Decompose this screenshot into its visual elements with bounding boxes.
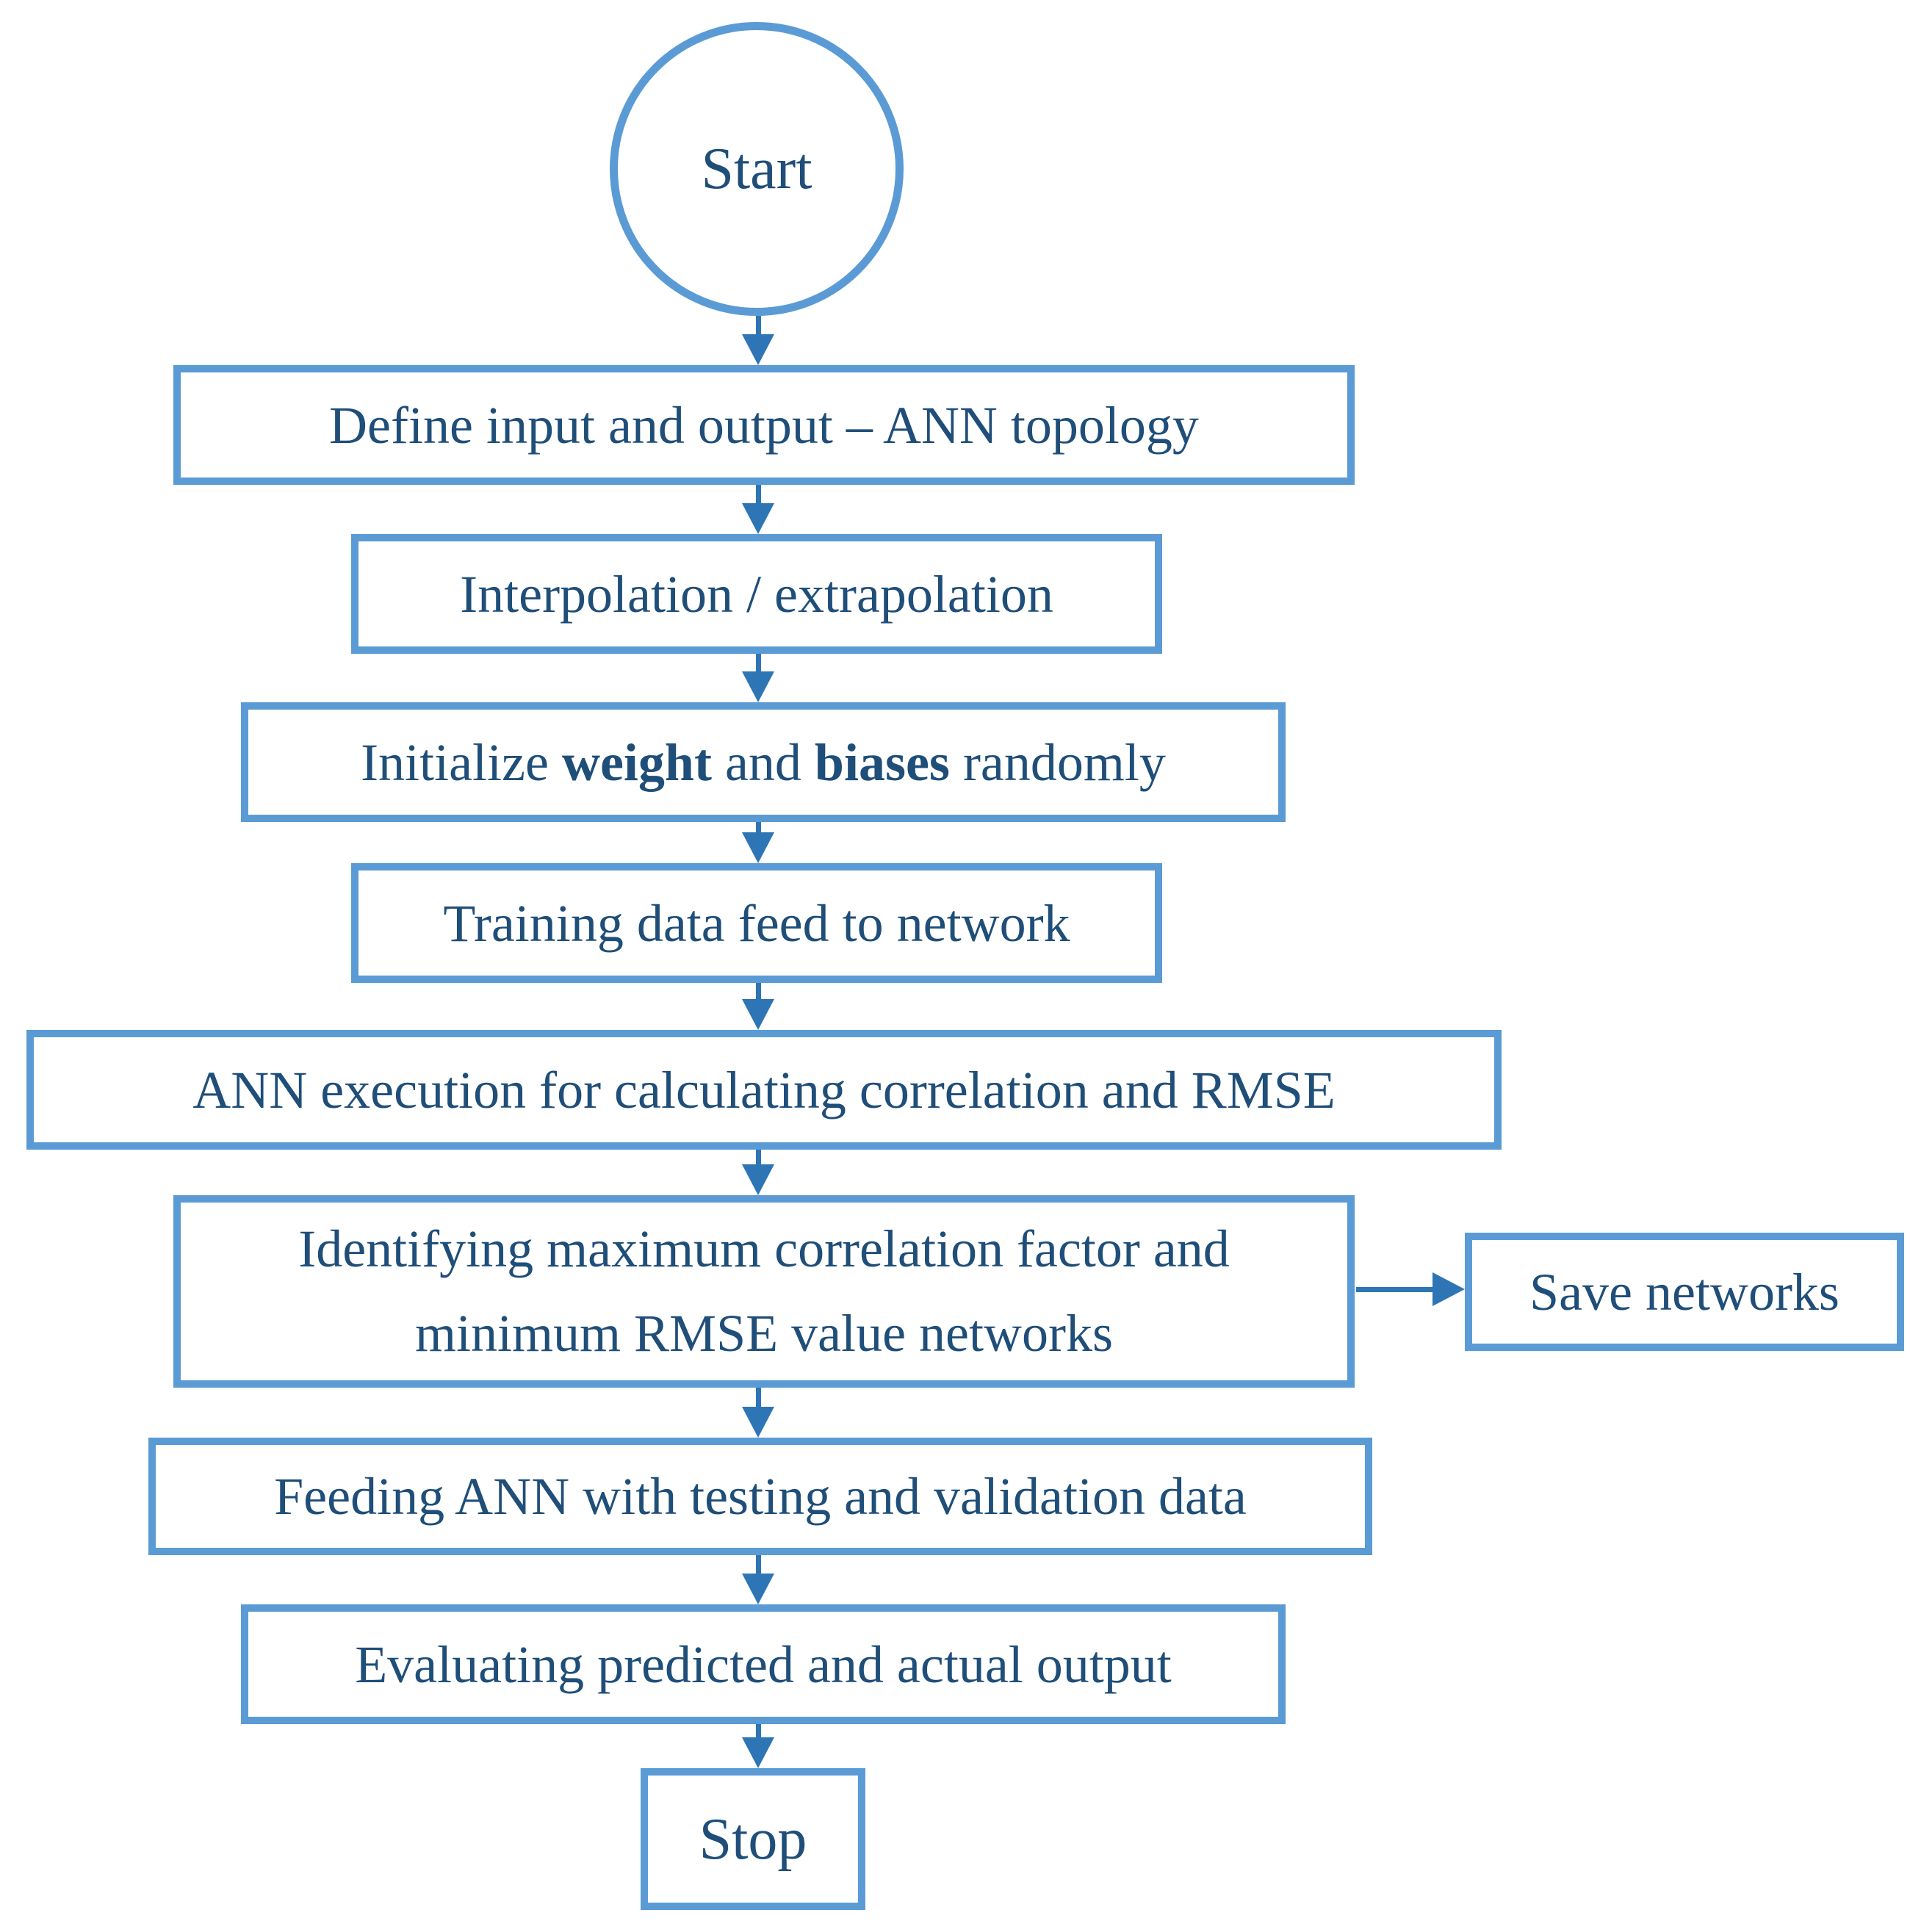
- arrow-start-to-define: [742, 316, 774, 365]
- node-interpolation: Interpolation / extrapolation: [351, 534, 1162, 654]
- node-define: Define input and output – ANN topology: [173, 365, 1355, 485]
- node-define-label: Define input and output – ANN topology: [329, 395, 1199, 455]
- arrow-training-to-execution: [742, 983, 774, 1030]
- arrow-identifying-to-feeding: [742, 1388, 774, 1438]
- arrow-initialize-to-training: [742, 822, 774, 863]
- arrow-stem: [755, 1150, 761, 1164]
- node-initialize-label: Initialize weight and biases randomly: [361, 729, 1166, 796]
- arrow-evaluating-to-stop: [742, 1724, 774, 1768]
- text-segment-bold: weight: [561, 732, 712, 792]
- text-segment: randomly: [949, 732, 1166, 792]
- node-execution: ANN execution for calculating correlatio…: [26, 1030, 1502, 1150]
- arrow-stem: [755, 654, 761, 671]
- arrow-identifying-to-save: [1356, 1272, 1465, 1306]
- arrow-stem: [755, 1388, 761, 1407]
- arrow-head-icon: [742, 334, 774, 365]
- node-save: Save networks: [1465, 1233, 1904, 1351]
- arrow-head-icon: [742, 1737, 774, 1768]
- arrow-interpolation-to-initialize: [742, 654, 774, 702]
- node-feeding: Feeding ANN with testing and validation …: [148, 1438, 1372, 1555]
- node-execution-label: ANN execution for calculating correlatio…: [192, 1060, 1336, 1120]
- arrow-head-icon: [742, 999, 774, 1030]
- arrow-stem: [755, 983, 761, 999]
- node-interpolation-label: Interpolation / extrapolation: [460, 564, 1053, 624]
- arrow-head-icon: [1432, 1272, 1465, 1306]
- node-identifying: Identifying maximum correlation factor a…: [173, 1195, 1355, 1388]
- node-save-label: Save networks: [1529, 1262, 1839, 1322]
- node-identifying-line2: minimum RMSE value networks: [415, 1304, 1113, 1363]
- node-evaluating-label: Evaluating predicted and actual output: [355, 1634, 1172, 1694]
- arrow-stem: [1356, 1286, 1432, 1292]
- arrow-stem: [755, 485, 761, 503]
- arrow-stem: [755, 822, 761, 832]
- node-stop: Stop: [641, 1768, 865, 1910]
- node-initialize: Initialize weight and biases randomly: [241, 702, 1286, 822]
- node-start-label: Start: [701, 136, 812, 201]
- node-start: Start: [610, 22, 904, 316]
- arrow-head-icon: [742, 671, 774, 702]
- node-feeding-label: Feeding ANN with testing and validation …: [274, 1467, 1247, 1526]
- node-identifying-line1: Identifying maximum correlation factor a…: [298, 1219, 1230, 1278]
- arrow-execution-to-identifying: [742, 1150, 774, 1195]
- arrow-head-icon: [742, 1164, 774, 1195]
- text-segment: Initialize: [361, 732, 562, 792]
- arrow-define-to-interpolation: [742, 485, 774, 534]
- arrow-stem: [755, 1724, 761, 1737]
- node-stop-label: Stop: [699, 1806, 807, 1872]
- arrow-feeding-to-evaluating: [742, 1555, 774, 1604]
- arrow-head-icon: [742, 503, 774, 534]
- arrow-head-icon: [742, 1574, 774, 1604]
- text-segment: and: [711, 732, 815, 792]
- arrow-stem: [755, 1555, 761, 1574]
- text-segment-bold: biases: [814, 732, 950, 792]
- node-evaluating: Evaluating predicted and actual output: [241, 1604, 1286, 1724]
- node-training-label: Training data feed to network: [443, 893, 1070, 953]
- arrow-head-icon: [742, 832, 774, 863]
- arrow-head-icon: [742, 1407, 774, 1438]
- arrow-stem: [755, 316, 761, 334]
- node-training: Training data feed to network: [351, 863, 1162, 983]
